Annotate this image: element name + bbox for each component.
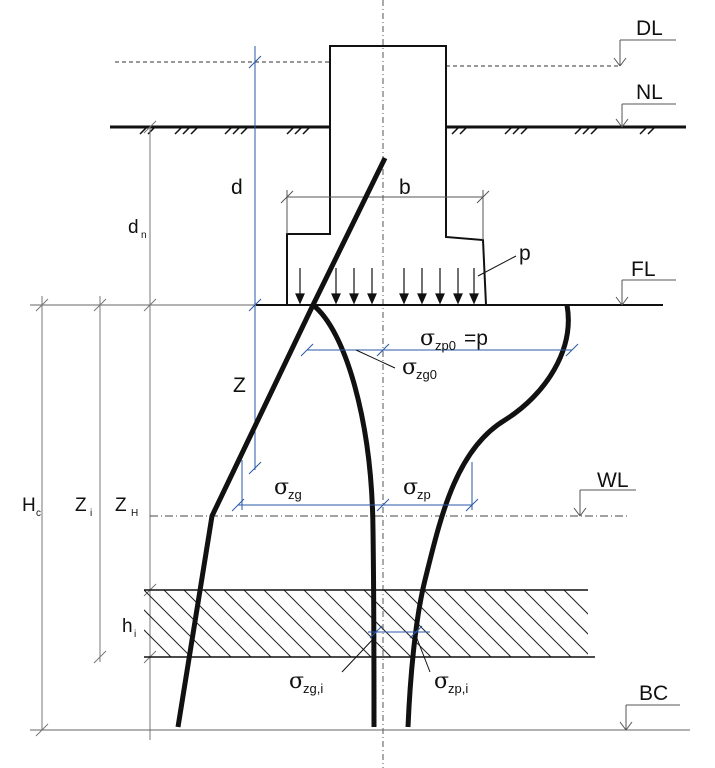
svg-text:σ: σ (402, 355, 417, 380)
sigma-zg-curve (175, 156, 388, 728)
p-label: p (519, 242, 531, 265)
hi-subscript: i (134, 629, 136, 640)
zh-label: Z (115, 495, 127, 516)
p-leader (477, 255, 517, 277)
sigma-zg0-label: σ zg0 (402, 355, 437, 382)
hc-label: H (22, 495, 36, 516)
fl-level-marker (615, 279, 676, 306)
pressure-arrows (295, 268, 479, 305)
z-label: Z (233, 374, 246, 397)
svg-text:zp,i: zp,i (448, 681, 468, 696)
svg-text:σ: σ (289, 669, 304, 694)
zh-subscript: H (131, 508, 138, 519)
dl-label: DL (636, 17, 663, 40)
foundation-outline (256, 45, 488, 306)
svg-text:zg0: zg0 (416, 367, 437, 382)
wl-label: WL (597, 469, 629, 492)
sigma-zg-zp-dimension (231, 460, 479, 512)
sigma-zp-inner-curve (311, 303, 377, 728)
nl-label: NL (636, 81, 663, 104)
sigma-zpi-label: σ zp,i (434, 669, 468, 696)
wl-level-marker (573, 489, 636, 517)
svg-text:zp0: zp0 (435, 338, 456, 353)
zi-subscript: i (90, 508, 92, 519)
svg-text:σ: σ (403, 475, 418, 500)
b-label: b (399, 176, 411, 199)
fl-label: FL (631, 258, 656, 281)
svg-text:σ: σ (420, 326, 435, 351)
svg-text:=p: =p (464, 327, 488, 350)
hatched-soil-layer (144, 589, 595, 658)
d-label: d (231, 176, 243, 199)
svg-text:σ: σ (274, 475, 289, 500)
dn-subscript: n (141, 230, 147, 241)
sigma-zgi-leader (341, 635, 377, 673)
svg-text:zp: zp (417, 487, 431, 502)
zi-label: Z (75, 495, 87, 516)
d-dimension (248, 46, 262, 475)
dn-label: d (128, 217, 139, 238)
sigma-zg0-leader (355, 349, 396, 369)
sigma-zg-label: σ zg (274, 475, 302, 502)
svg-text:zg: zg (288, 487, 302, 502)
hc-subscript: c (36, 508, 41, 519)
dn-dimension (143, 120, 157, 740)
svg-text:σ: σ (434, 669, 449, 694)
sigma-zpi-leader (415, 635, 431, 673)
sigma-zp0-dimension (300, 343, 579, 357)
b-dimension (280, 190, 490, 240)
sigma-zp-outer-curve (405, 304, 571, 728)
bc-level-marker (619, 704, 680, 731)
sigma-zp-label: σ zp (403, 475, 431, 502)
hi-label: h (122, 616, 133, 637)
nl-level-marker (615, 103, 676, 128)
zi-dimension (93, 296, 107, 664)
svg-text:zg,i: zg,i (303, 681, 323, 696)
sigma-zp0-label: σ zp0 =p (420, 326, 488, 353)
nl-ground-ticks (139, 126, 656, 135)
dl-level-marker (613, 39, 676, 67)
bc-label: BC (639, 682, 668, 705)
sigma-zgi-label: σ zg,i (289, 669, 323, 696)
sigma-i-dimension (368, 625, 430, 639)
